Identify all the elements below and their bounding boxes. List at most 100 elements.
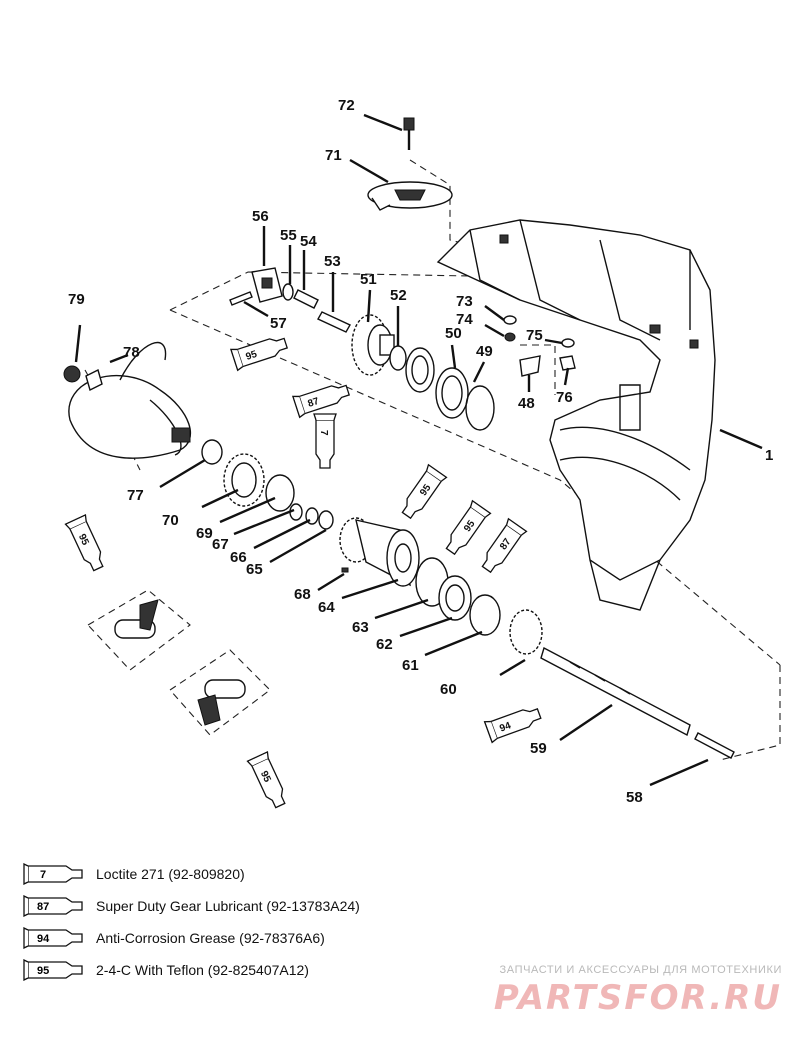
retaining-ring-69 bbox=[265, 474, 295, 512]
legend-text: Super Duty Gear Lubricant (92-13783A24) bbox=[96, 898, 360, 914]
seal-65 bbox=[318, 510, 334, 530]
callout-55: 55 bbox=[280, 227, 297, 244]
propeller bbox=[68, 341, 191, 459]
lube-tube-95: 95 bbox=[230, 332, 290, 371]
callout-62: 62 bbox=[376, 636, 393, 653]
lubricant-legend: 7 Loctite 271 (92-809820) 87 Super Duty … bbox=[22, 858, 442, 986]
lube-tube-95: 95 bbox=[440, 500, 492, 559]
lube-tube-95: 95 bbox=[64, 514, 109, 574]
pin-54 bbox=[293, 289, 319, 309]
lube-tube-87: 87 bbox=[476, 518, 528, 577]
legend-text: Anti-Corrosion Grease (92-78376A6) bbox=[96, 930, 325, 946]
callout-68: 68 bbox=[294, 586, 311, 603]
propeller-shaft-59 bbox=[540, 646, 691, 737]
legend-item-gear-lube: 87 Super Duty Gear Lubricant (92-13783A2… bbox=[22, 890, 442, 922]
washer-75 bbox=[561, 338, 575, 348]
tube-label: 7 bbox=[318, 430, 329, 436]
svg-text:95: 95 bbox=[37, 965, 49, 977]
callout-56: 56 bbox=[252, 208, 269, 225]
gear-housing bbox=[436, 219, 716, 611]
pin-68 bbox=[341, 567, 349, 573]
pinion-gear bbox=[351, 314, 395, 376]
callout-49: 49 bbox=[476, 343, 493, 360]
callout-75: 75 bbox=[526, 327, 543, 344]
callout-59: 59 bbox=[530, 740, 547, 757]
assembly-outline-mid bbox=[169, 309, 781, 666]
callout-53: 53 bbox=[324, 253, 341, 270]
callout-50: 50 bbox=[445, 325, 462, 342]
legend-item-loctite: 7 Loctite 271 (92-809820) bbox=[22, 858, 442, 890]
tube-label: 95 bbox=[244, 349, 258, 363]
callout-74: 74 bbox=[456, 311, 473, 328]
propeller-nut-79 bbox=[63, 365, 81, 383]
shift-detail-box-2 bbox=[169, 649, 271, 736]
callout-48: 48 bbox=[518, 395, 535, 412]
callout-63: 63 bbox=[352, 619, 369, 636]
callout-67: 67 bbox=[212, 536, 229, 553]
legend-item-anti-corrosion: 94 Anti-Corrosion Grease (92-78376A6) bbox=[22, 922, 442, 954]
washer-73 bbox=[503, 315, 517, 325]
svg-text:94: 94 bbox=[37, 933, 50, 945]
cover-plate bbox=[367, 181, 453, 211]
shift-spring-58 bbox=[694, 732, 735, 759]
callout-71: 71 bbox=[325, 147, 342, 164]
exploded-parts-diagram: 95 87 7 95 95 87 95 95 94 bbox=[63, 97, 781, 811]
lube-tube-95: 95 bbox=[246, 751, 291, 811]
tube-icon: 7 bbox=[23, 863, 83, 885]
bearing-52 bbox=[389, 345, 407, 371]
callout-60: 60 bbox=[440, 681, 457, 698]
lube-tube-87: 87 bbox=[292, 379, 352, 418]
watermark-logo: PARTSFOR.RU bbox=[493, 978, 782, 1018]
cover-screw bbox=[403, 117, 415, 150]
nut-74 bbox=[504, 332, 516, 342]
lube-tube-7: 7 bbox=[313, 413, 337, 469]
ring-gear-70 bbox=[223, 453, 265, 507]
pump-48 bbox=[519, 355, 541, 377]
callout-77: 77 bbox=[127, 487, 144, 504]
tube-icon: 95 bbox=[23, 959, 83, 981]
spring-53 bbox=[317, 311, 351, 333]
legend-text: Loctite 271 (92-809820) bbox=[96, 866, 245, 882]
tube-label: 87 bbox=[306, 396, 320, 410]
tube-icon: 87 bbox=[23, 895, 83, 917]
callout-57: 57 bbox=[270, 315, 287, 332]
callout-70: 70 bbox=[162, 512, 179, 529]
tube-label: 95 bbox=[258, 769, 273, 784]
ring-61 bbox=[469, 594, 501, 636]
thrust-washer-77 bbox=[201, 439, 223, 465]
nut-76 bbox=[559, 355, 576, 371]
svg-text:87: 87 bbox=[37, 901, 49, 913]
callout-72: 72 bbox=[338, 97, 355, 114]
bearing-62 bbox=[438, 575, 472, 621]
callout-78: 78 bbox=[123, 344, 140, 361]
tube-label: 94 bbox=[498, 720, 513, 734]
callout-64: 64 bbox=[318, 599, 335, 616]
lube-tube-95: 95 bbox=[396, 464, 448, 523]
callout-51: 51 bbox=[360, 271, 377, 288]
tube-icon: 94 bbox=[23, 927, 83, 949]
legend-item-teflon: 95 2-4-C With Teflon (92-825407A12) bbox=[22, 954, 442, 986]
callout-1: 1 bbox=[765, 447, 773, 464]
o-ring-49 bbox=[465, 385, 495, 431]
watermark-tagline: ЗАПЧАСТИ И АКСЕССУАРЫ ДЛЯ МОТОТЕХНИКИ bbox=[499, 964, 782, 976]
tab-washer-78 bbox=[85, 368, 103, 392]
legend-text: 2-4-C With Teflon (92-825407A12) bbox=[96, 962, 309, 978]
bearing-carrier-64 bbox=[339, 517, 420, 587]
watermark: ЗАПЧАСТИ И АКСЕССУАРЫ ДЛЯ МОТОТЕХНИКИ PA… bbox=[482, 964, 782, 1018]
callout-54: 54 bbox=[300, 233, 317, 250]
svg-text:7: 7 bbox=[40, 869, 46, 881]
callout-61: 61 bbox=[402, 657, 419, 674]
callout-65: 65 bbox=[246, 561, 263, 578]
callout-76: 76 bbox=[556, 389, 573, 406]
pin-57 bbox=[229, 291, 253, 306]
leader-lines bbox=[74, 113, 763, 787]
callout-69: 69 bbox=[196, 525, 213, 542]
callout-66: 66 bbox=[230, 549, 247, 566]
tube-label: 95 bbox=[76, 532, 91, 547]
callout-79: 79 bbox=[68, 291, 85, 308]
assembly-outline-lower bbox=[719, 665, 781, 761]
lube-tube-94: 94 bbox=[483, 702, 544, 744]
callout-52: 52 bbox=[390, 287, 407, 304]
driveshaft-coupler bbox=[251, 267, 283, 303]
washer-55 bbox=[282, 283, 294, 301]
